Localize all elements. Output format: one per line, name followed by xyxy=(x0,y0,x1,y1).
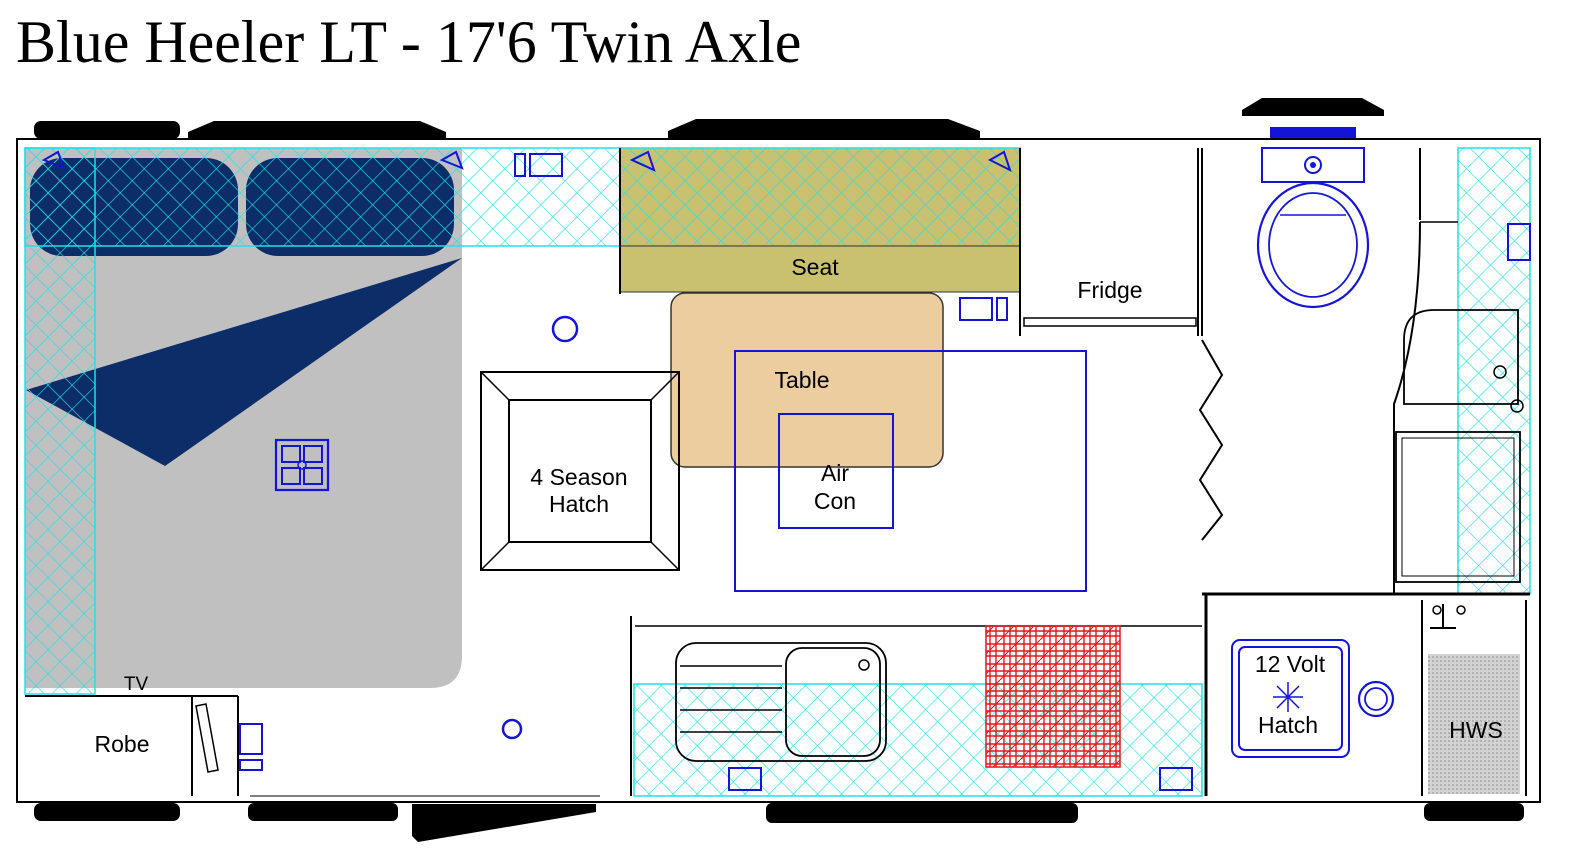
robe-label: Robe xyxy=(95,731,150,757)
exterior-features xyxy=(34,98,1524,842)
bed-cover-fold xyxy=(26,258,462,466)
dinette-seat: Seat xyxy=(619,148,1021,294)
reading-light-icons xyxy=(41,150,1012,172)
dinette-table: Table xyxy=(670,292,944,468)
twelve-volt-hatch: 12 Volt Hatch xyxy=(1231,639,1395,758)
hot-water-system: HWS xyxy=(1421,600,1527,796)
fridge: Fridge xyxy=(1019,148,1199,336)
bathroom-walls xyxy=(1198,148,1530,796)
air-conditioner: Air Con xyxy=(734,350,1087,592)
table-label: Table xyxy=(775,367,830,393)
hws-label: HWS xyxy=(1449,717,1503,743)
hatch4-label-line1: 4 Season xyxy=(530,464,627,490)
kitchen-bench xyxy=(630,616,1202,796)
seat-label: Seat xyxy=(791,254,839,280)
ceiling-light-icons xyxy=(501,315,579,740)
caravan-body-outline xyxy=(16,138,1541,803)
hatch4-label-line2: Hatch xyxy=(549,491,609,517)
fan-icon xyxy=(1273,682,1303,712)
bed-power-outlet-icon xyxy=(274,438,330,492)
fridge-label: Fridge xyxy=(1077,277,1142,303)
toilet xyxy=(1256,147,1370,309)
vanity-basin xyxy=(1395,309,1524,583)
plan-title: Blue Heeler LT - 17'6 Twin Axle xyxy=(16,9,801,75)
bathroom-light-icon xyxy=(1357,680,1395,718)
aircon-label-line2: Con xyxy=(814,488,856,514)
aircon-label-line1: Air xyxy=(821,460,849,486)
volt-hatch-label-line2: Hatch xyxy=(1258,712,1318,738)
overhead-cupboards xyxy=(24,147,1531,797)
cooktop xyxy=(985,625,1121,768)
volt-hatch-label-line1: 12 Volt xyxy=(1255,651,1326,677)
tv-label: TV xyxy=(124,674,149,695)
power-outlet-icons xyxy=(239,153,1531,791)
four-season-hatch: 4 Season Hatch xyxy=(480,371,680,571)
robe: Robe TV xyxy=(25,674,239,796)
